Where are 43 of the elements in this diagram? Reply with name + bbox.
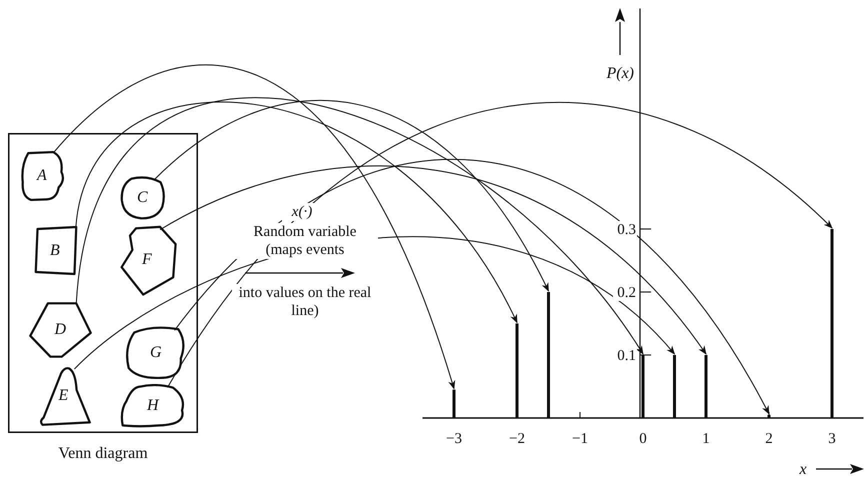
probability-stem	[704, 355, 708, 418]
tick-label: −3	[446, 431, 462, 447]
event-region	[120, 176, 166, 220]
event-region	[125, 326, 187, 380]
probability-stem	[768, 414, 770, 418]
arrow	[76, 97, 644, 355]
region-letter: H	[147, 398, 159, 414]
tick-label: 0	[639, 431, 647, 447]
frame-title: Venn diagram	[57, 445, 149, 463]
arrow	[167, 102, 833, 388]
probability-stem	[642, 355, 644, 418]
arrow	[52, 65, 455, 390]
event-region	[34, 226, 78, 276]
arrow	[154, 100, 549, 292]
region-letter: D	[54, 322, 66, 338]
tick-label: 3	[828, 431, 836, 447]
probability-stem	[452, 390, 456, 418]
arrow	[75, 102, 518, 324]
tick-label: −2	[509, 431, 525, 447]
region-letter: G	[150, 345, 162, 361]
event-region	[37, 366, 92, 426]
tick-label: 0.2	[617, 285, 636, 301]
event-region	[20, 150, 66, 202]
event-region	[118, 224, 178, 296]
region-letter: C	[137, 190, 148, 206]
tick-label: 1	[702, 431, 710, 447]
probability-stem	[830, 229, 834, 418]
tick-label: 2	[765, 431, 773, 447]
event-region	[29, 301, 92, 359]
probability-stem	[516, 324, 518, 418]
arrow	[160, 166, 707, 355]
axis-title: x	[799, 461, 807, 478]
region-letter: B	[50, 243, 60, 259]
tick-label: −1	[572, 431, 588, 447]
event-region	[120, 384, 186, 428]
region-letter: F	[142, 252, 152, 268]
tick-label: 0.1	[617, 348, 636, 364]
tick-label: 0.3	[617, 222, 636, 238]
probability-stem	[673, 355, 676, 418]
axis-title: P(x)	[606, 65, 634, 82]
region-letter: A	[37, 168, 47, 184]
probability-stem	[547, 292, 550, 418]
region-letter: E	[58, 388, 68, 404]
